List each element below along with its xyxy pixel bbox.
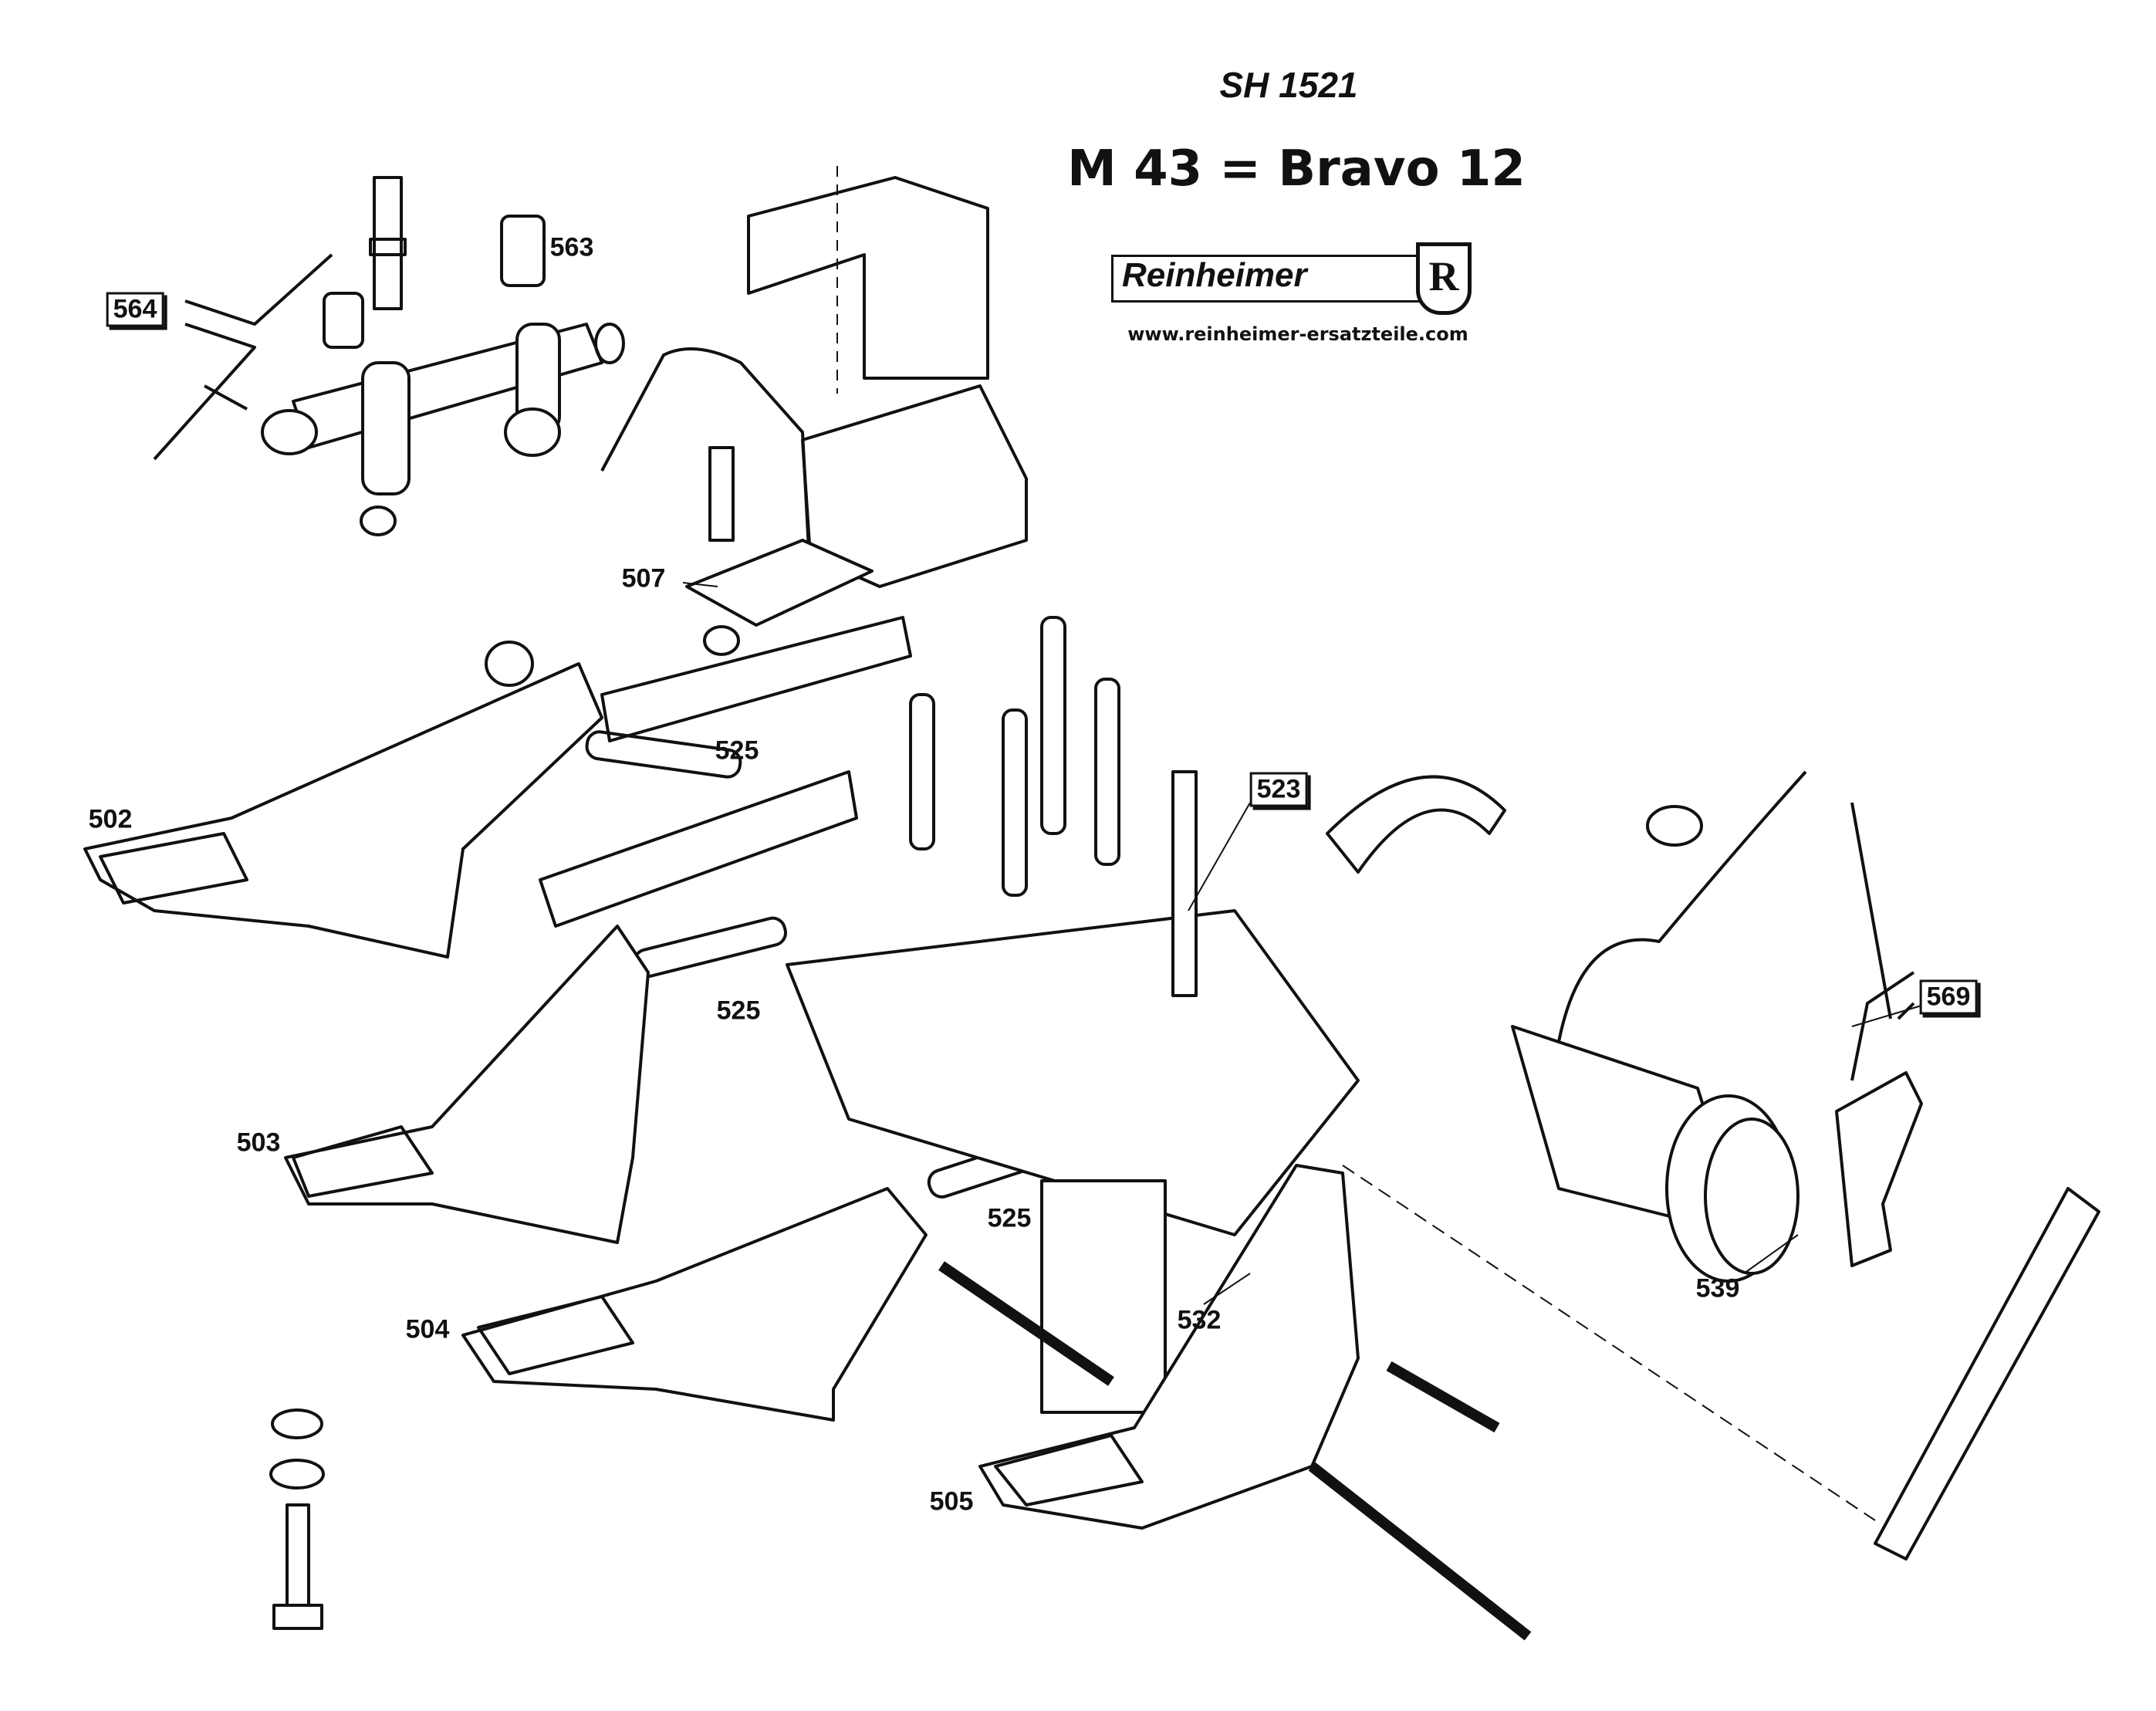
part-label-502: 502	[88, 804, 133, 834]
motor-539	[1326, 770, 1807, 1283]
bracket-569	[1342, 802, 2100, 1561]
part-label-569: 569	[1919, 979, 1978, 1015]
part-label-525-middle: 525	[716, 996, 761, 1026]
leader-lines	[682, 582, 1930, 1305]
bolt-nut-washer-set	[269, 1261, 1500, 1630]
reinheimer-logo: Reinheimer R	[1111, 242, 1489, 315]
logo-wordmark: Reinheimer	[1122, 256, 1307, 294]
part-label-525-top: 525	[715, 735, 759, 766]
pedal-502	[83, 662, 603, 959]
part-label-504: 504	[405, 1314, 450, 1344]
pedal-504	[461, 1187, 928, 1422]
cover-bracket	[600, 166, 1028, 588]
part-label-503: 503	[236, 1128, 281, 1158]
model-title: M 43 = Bravo 12	[1067, 140, 1526, 198]
valve-block-564	[153, 176, 625, 536]
part-label-539: 539	[1695, 1273, 1740, 1304]
plate-507	[485, 446, 874, 687]
part-label-507: 507	[621, 563, 666, 593]
pedal-505	[978, 1164, 1532, 1641]
linkage-and-springs	[539, 616, 1360, 1414]
part-label-505: 505	[929, 1486, 974, 1517]
logo-shield-icon: R	[1416, 242, 1472, 315]
part-label-523: 523	[1249, 772, 1308, 807]
part-label-563: 563	[549, 232, 594, 262]
part-label-525-bottom: 525	[987, 1203, 1032, 1233]
part-label-564: 564	[106, 292, 164, 327]
part-label-532: 532	[1177, 1305, 1222, 1335]
pedal-503	[284, 925, 650, 1244]
sheet-number: SH 1521	[1219, 65, 1358, 105]
website-url: www.reinheimer-ersatzteile.com	[1127, 323, 1468, 345]
